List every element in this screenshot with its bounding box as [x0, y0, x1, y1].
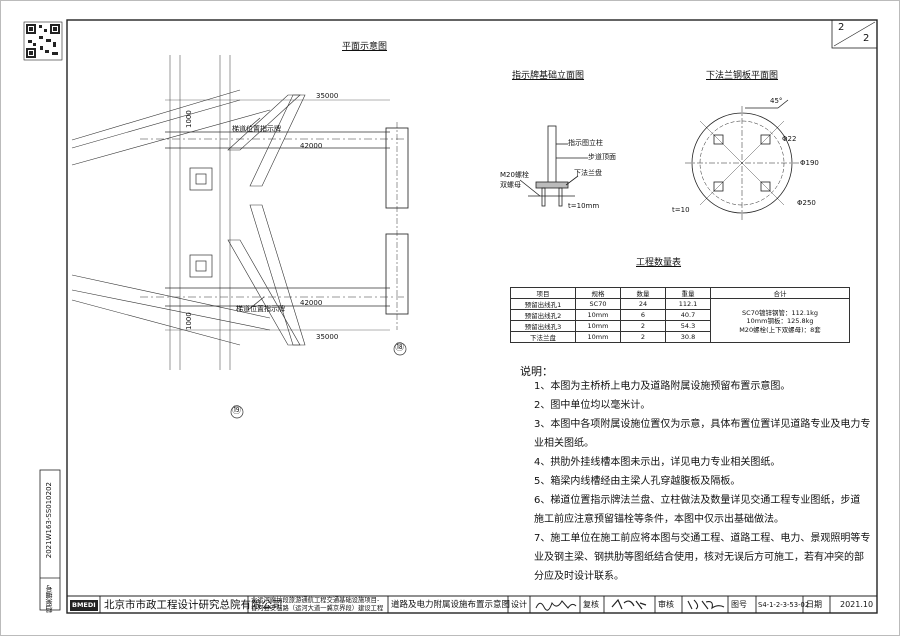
elevation-deck-label: 步道顶面 [588, 153, 616, 161]
elevation-view-title: 指示牌基础立面图 [512, 71, 585, 81]
ramp-sign-label-2: 梯道位置指示牌 [236, 305, 285, 313]
note-line-3: 3、本图中各项附属设施位置仅为示意，具体布置位置详见道路专业及电力专 [534, 419, 871, 430]
qty-cell: 54.3 [665, 320, 711, 332]
qty-header-item: 项目 [510, 287, 576, 299]
check-label: 复核 [583, 600, 599, 609]
qty-cell: 预留出线孔2 [510, 309, 576, 321]
pier-number-19: ⑲ [232, 406, 242, 416]
note-line-4: 4、拱肋外挂线槽本图未示出，详见电力专业相关图纸。 [534, 457, 781, 468]
plan-view-title: 平面示意图 [342, 42, 388, 52]
qty-cell: 预留出线孔1 [510, 298, 576, 310]
drawing-title: 道路及电力附属设施布置示意图 [391, 600, 511, 610]
pier-number-18: ⑱ [395, 343, 405, 353]
qty-cell: 112.1 [665, 298, 711, 310]
qty-header-weight: 重量 [665, 287, 711, 299]
plan-dim-bottom: 35000 [316, 333, 339, 341]
elevation-thickness-label: t=10mm [568, 202, 600, 210]
flange-inner-diameter-label: Φ190 [800, 159, 819, 167]
note-line-1: 1、本图为主桥桥上电力及道路附属设施预留布置示意图。 [534, 381, 791, 392]
reviewer-signature [687, 599, 725, 610]
flange-outer-diameter-label: Φ250 [797, 199, 816, 207]
review-label: 审核 [658, 600, 674, 609]
note-line-3b: 业相关图纸。 [534, 438, 594, 449]
ramp-sign-label-1: 梯道位置指示牌 [232, 125, 281, 133]
designer-signature [535, 600, 577, 611]
qty-cell: 24 [620, 298, 666, 310]
note-line-2: 2、图中单位均以毫米计。 [534, 400, 651, 411]
plan-dim-side-1: 1000 [185, 110, 193, 128]
title-block [67, 595, 877, 613]
plan-dim-mid-2: 42000 [300, 299, 323, 307]
flange-view-title: 下法兰钢板平面图 [706, 71, 779, 81]
qty-cell: 10mm [575, 320, 621, 332]
sheet-number-box [831, 19, 878, 49]
qty-header-total: 合计 [710, 287, 850, 299]
flange-hole-label: Φ22 [782, 135, 797, 143]
project-name-line-1: 北运河廊坊段旅游通航工程交通基础设施项目- [251, 597, 380, 604]
institute-name: 北京市市政工程设计研究总院有限公司 [104, 599, 283, 611]
note-line-7c: 分应及时设计联系。 [534, 571, 624, 582]
qty-total-line-2: 10mm钢板：125.8kg [746, 317, 814, 326]
quantity-table-header: 项目 规格 数量 重量 合计 [510, 287, 850, 299]
elevation-column-label: 指示图立柱 [568, 139, 603, 147]
elevation-view [519, 125, 588, 207]
qty-cell: 6 [620, 309, 666, 321]
date-value: 2021.10 [840, 600, 874, 609]
note-line-5: 5、箱梁内线槽经由主梁人孔穿越腹板及隔板。 [534, 476, 741, 487]
drawing-number: S4-1-2-3-53-02 [758, 601, 810, 609]
qr-code [23, 21, 63, 61]
note-line-7: 7、施工单位在施工前应将本图与交通工程、道路工程、电力、景观照明等专 [534, 533, 871, 544]
flange-plan-view [685, 99, 799, 220]
drawing-frame [66, 19, 878, 614]
note-line-6: 6、梯道位置指示牌法兰盘、立柱做法及数量详见交通工程专业图纸，步道 [534, 495, 861, 506]
quantity-table-title: 工程数量表 [636, 258, 682, 268]
qty-cell: 30.8 [665, 331, 711, 343]
notes-heading: 说明： [520, 365, 553, 378]
quantity-table: 项目 规格 数量 重量 合计 预留出线孔1 SC70 24 112.1 SC70… [510, 287, 850, 343]
project-name-line-2: 香河县安石路（运河大道一冀京界段）建设工程 [251, 605, 384, 612]
qty-cell: 40.7 [665, 309, 711, 321]
qty-header-spec: 规格 [575, 287, 621, 299]
sheet-no-total: 2 [863, 33, 870, 44]
plan-dim-mid-1: 42000 [300, 142, 323, 150]
flange-angle-label: 45° [770, 97, 783, 105]
date-label: 日期 [806, 600, 822, 609]
drawing-number-label: 图号 [731, 600, 747, 609]
checker-signature [611, 598, 647, 610]
design-label: 设计 [511, 600, 527, 609]
plan-dim-side-2: 1000 [185, 312, 193, 330]
qty-total-cell: SC70镀锌钢管：112.1kg 10mm钢板：125.8kg M20螺栓(上下… [710, 298, 850, 343]
archive-number: 2021W163-SS010202 [45, 482, 53, 559]
table-row: 预留出线孔2 10mm 6 40.7 [510, 309, 850, 321]
qty-cell: 2 [620, 320, 666, 332]
plan-view [71, 55, 409, 419]
note-line-6b: 施工前应注意预留锚栓等条件，本图中仅示出基础做法。 [534, 514, 784, 525]
table-row: 预留出线孔1 SC70 24 112.1 SC70镀锌钢管：112.1kg 10… [510, 298, 850, 343]
qty-total-line-3: M20螺栓(上下双螺母)：8套 [739, 325, 821, 334]
qty-cell: SC70 [575, 298, 621, 310]
qty-header-count: 数量 [620, 287, 666, 299]
logo-text: BMEDI [72, 601, 96, 609]
qty-cell: 10mm [575, 331, 621, 343]
elevation-flange-label: 下法兰盘 [574, 169, 602, 177]
qty-total-line-1: SC70镀锌钢管：112.1kg [742, 309, 818, 318]
institute-logo [70, 600, 98, 611]
plan-dim-top: 35000 [316, 92, 339, 100]
qty-cell: 下法兰盘 [510, 331, 576, 343]
elevation-nut-label: 双螺母 [500, 181, 521, 189]
qty-cell: 预留出线孔3 [510, 320, 576, 332]
qty-cell: 2 [620, 331, 666, 343]
sheet-no-current: 2 [838, 22, 845, 33]
elevation-bolt-label: M20螺栓 [500, 171, 529, 179]
flange-thickness-label: t=10 [672, 206, 690, 214]
table-row: 下法兰盘 10mm 2 30.8 [510, 331, 850, 343]
note-line-7b: 业及钢主梁、钢拱肋等图纸结合使用，核对无误后方可施工，若有冲突的部 [534, 552, 864, 563]
archive-strip [39, 469, 61, 611]
archive-label: 档案编号 [45, 585, 53, 613]
qty-cell: 10mm [575, 309, 621, 321]
